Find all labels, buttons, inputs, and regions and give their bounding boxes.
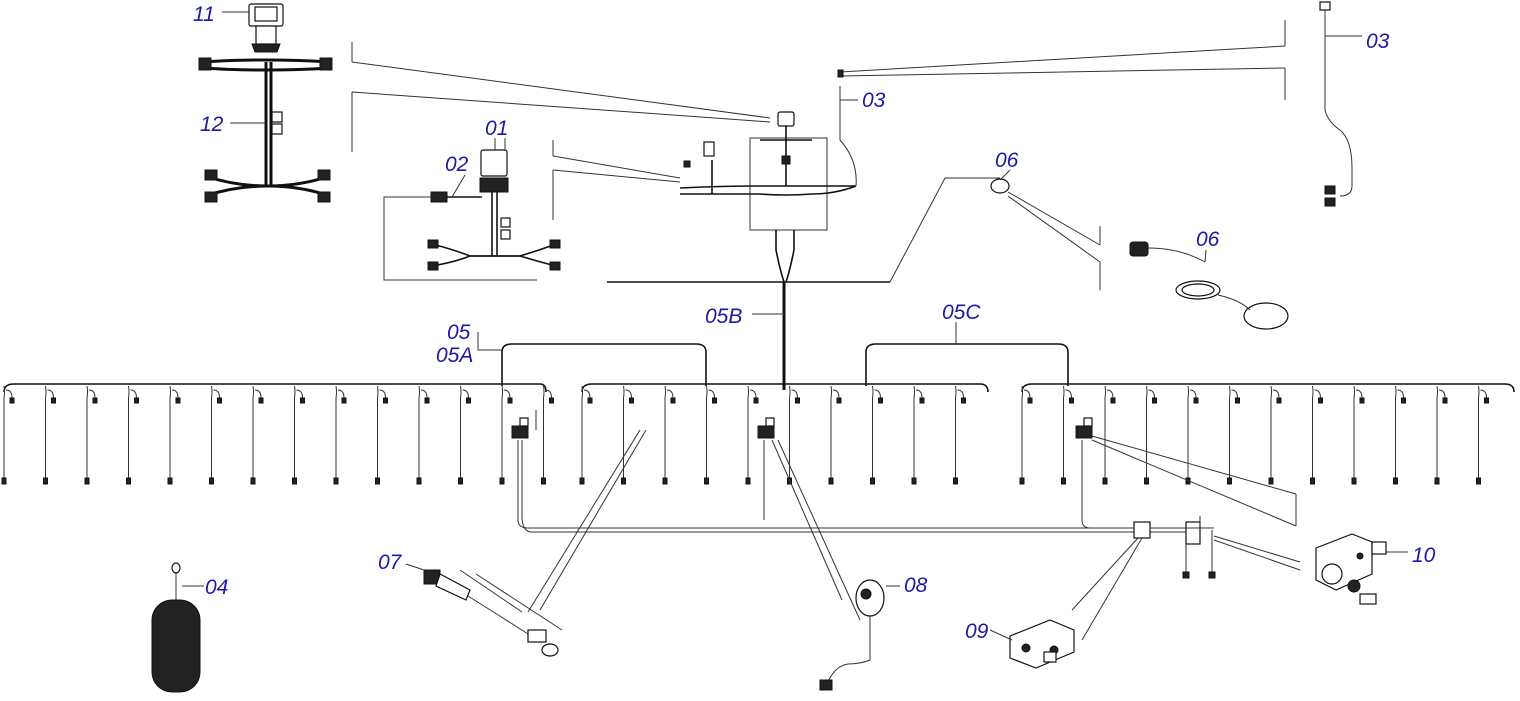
nozzle-drop [1061, 385, 1074, 485]
nozzle-drop [870, 385, 883, 485]
nozzle-drop [911, 385, 925, 485]
nozzle-drop [43, 385, 56, 485]
callout-06-lower: 06 [1196, 228, 1220, 251]
nozzle-drop [250, 385, 264, 485]
nozzle-drop [333, 385, 347, 485]
speed-sensor-08 [771, 439, 885, 691]
callout-10: 10 [1412, 544, 1436, 567]
nozzle-drop [704, 385, 717, 485]
nozzle-drop [292, 385, 305, 485]
nozzle-drop [209, 385, 222, 485]
nozzle-drop [787, 385, 800, 485]
callout-03-center: 03 [862, 89, 886, 112]
sensor-06 [990, 178, 1289, 330]
nozzle-drop [541, 385, 554, 485]
callout-06-upper: 06 [995, 149, 1019, 172]
nozzle-drop [1268, 385, 1282, 485]
display-unit-11 [222, 3, 284, 53]
bridge-05A [477, 332, 707, 386]
callout-05: 05 [447, 321, 471, 344]
cable-02 [383, 174, 537, 281]
callout-07: 07 [378, 551, 402, 574]
junction-harness [607, 69, 1000, 283]
nozzle-drop [1019, 385, 1033, 485]
callout-02: 02 [445, 153, 469, 176]
nozzle-drop [167, 385, 181, 485]
callout-12: 12 [200, 113, 224, 136]
nozzle-drop [1227, 385, 1240, 485]
cab-harness-12 [198, 57, 333, 203]
nozzle-drop [375, 385, 388, 485]
valve-left [511, 410, 537, 439]
valve-part-10 [1315, 533, 1387, 605]
boom-harness [1, 383, 1515, 485]
hydraulic-lines [517, 440, 1200, 533]
nozzle-drop [662, 385, 676, 485]
nozzle-drop [499, 385, 513, 485]
callout-11: 11 [193, 3, 215, 26]
valve-block-09 [1009, 619, 1075, 669]
nozzle-drop [1144, 385, 1157, 485]
nozzle-drop [84, 385, 98, 485]
nozzle-drop [1393, 385, 1406, 485]
callout-03-right: 03 [1366, 30, 1390, 53]
callout-05A: 05A [436, 344, 474, 367]
callout-04: 04 [205, 576, 229, 599]
pressure-sensor-07 [405, 429, 647, 657]
leader-lines-top [351, 20, 1286, 220]
nozzle-drop [1310, 385, 1323, 485]
valve-right [1075, 417, 1093, 439]
nozzle-drop [1, 385, 15, 485]
control-module-01 [427, 138, 561, 271]
callout-05B: 05B [705, 305, 743, 328]
callout-05C: 05C [942, 301, 981, 324]
nozzle-drop [1476, 385, 1489, 485]
nozzle-drop [458, 385, 471, 485]
main-trunk-05B [752, 282, 786, 390]
callout-08: 08 [904, 574, 928, 597]
nozzle-drop [126, 385, 139, 485]
callout-09: 09 [965, 620, 989, 643]
filter-assembly [1071, 516, 1301, 641]
nozzle-drop [416, 385, 430, 485]
leaders-10 [1091, 435, 1297, 527]
nozzle-drop [621, 385, 634, 485]
nozzle-drop [745, 385, 759, 485]
label-leaders [504, 99, 1408, 641]
bridge-05C [865, 322, 1069, 386]
brush-04 [151, 562, 204, 693]
nozzle-drop [1102, 385, 1116, 485]
nozzle-drop [579, 385, 593, 485]
nozzle-drop [828, 385, 842, 485]
nozzle-drop [953, 385, 966, 485]
nozzle-drop [1351, 385, 1365, 485]
valve-center [757, 417, 775, 439]
nozzle-drop [1185, 385, 1199, 485]
nozzle-drop [1434, 385, 1448, 485]
cable-03 [1319, 1, 1362, 207]
callout-01: 01 [485, 117, 509, 140]
